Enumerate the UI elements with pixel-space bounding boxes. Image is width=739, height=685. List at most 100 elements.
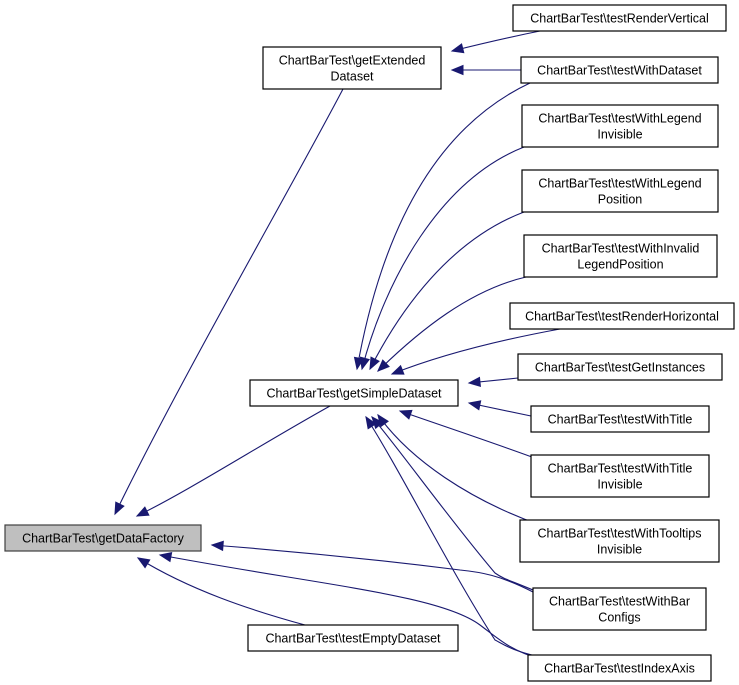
node-box[interactable] xyxy=(509,302,735,330)
node-box[interactable] xyxy=(262,46,442,90)
arrowhead-icon xyxy=(398,409,413,420)
arrowhead-icon xyxy=(390,364,405,375)
edge-line xyxy=(365,416,541,658)
node-box[interactable] xyxy=(530,405,710,433)
edge-testWithBarConfigs-to-getDataFactory xyxy=(210,540,534,593)
arrowhead-icon xyxy=(467,376,481,388)
edge-testEmptyDataset-to-getDataFactory xyxy=(136,557,306,626)
arrowhead-icon xyxy=(210,540,224,552)
node-box[interactable] xyxy=(512,4,727,32)
node-testWithDataset[interactable]: ChartBarTest\testWithDataset xyxy=(520,56,719,84)
node-getDataFactory[interactable]: ChartBarTest\getDataFactory xyxy=(4,524,202,552)
node-label: Invisible xyxy=(597,478,642,492)
edge-line xyxy=(361,146,525,370)
node-label: ChartBarTest\testWithTooltips xyxy=(538,527,702,541)
edge-testWithTitleInvisible-to-getSimpleDataset xyxy=(398,409,541,461)
edge-line xyxy=(356,82,531,370)
edge-testWithDataset-to-getSimpleDataset xyxy=(353,82,531,371)
node-label: LegendPosition xyxy=(577,258,663,272)
node-box[interactable] xyxy=(247,624,459,652)
edge-line xyxy=(137,557,306,626)
node-label: ChartBarTest\testGetInstances xyxy=(535,361,705,375)
arrowhead-icon xyxy=(450,64,464,76)
edge-line xyxy=(377,414,541,526)
node-box[interactable] xyxy=(4,524,202,552)
edge-line xyxy=(211,544,534,593)
node-testWithInvalidLegendPosition[interactable]: ChartBarTest\testWithInvalidLegendPositi… xyxy=(523,234,718,278)
node-label: Configs xyxy=(598,611,640,625)
node-label: ChartBarTest\testWithBar xyxy=(549,595,690,609)
edge-testWithInvalidLegendPosition-to-getSimpleDataset xyxy=(377,276,527,372)
edge-testIndexAxis-to-getDataFactory xyxy=(158,551,541,660)
edge-line xyxy=(114,88,344,515)
arrowhead-icon xyxy=(136,557,151,569)
node-box[interactable] xyxy=(527,654,712,682)
node-testRenderVertical[interactable]: ChartBarTest\testRenderVertical xyxy=(512,4,727,32)
edge-testWithLegendInvisible-to-getSimpleDataset xyxy=(359,146,525,371)
nodes-layer: ChartBarTest\getDataFactoryChartBarTest\… xyxy=(4,4,735,682)
edge-line xyxy=(136,405,331,517)
edge-line xyxy=(371,416,541,594)
node-box[interactable] xyxy=(249,379,459,407)
edge-testWithBarConfigs-to-getSimpleDataset xyxy=(371,415,541,594)
node-label: ChartBarTest\testWithInvalid xyxy=(542,242,700,256)
node-box[interactable] xyxy=(520,56,719,84)
arrowhead-icon xyxy=(135,506,150,517)
arrowhead-icon xyxy=(450,43,465,54)
node-label: ChartBarTest\getExtended xyxy=(279,54,426,68)
edge-line xyxy=(377,276,527,372)
edge-testWithDataset-to-getExtendedDataset xyxy=(450,64,521,76)
edge-testGetInstances-to-getSimpleDataset xyxy=(467,376,519,388)
edge-getExtendedDataset-to-getDataFactory xyxy=(114,88,344,516)
node-label: ChartBarTest\getSimpleDataset xyxy=(266,387,442,401)
arrowhead-icon xyxy=(114,501,125,516)
node-box[interactable] xyxy=(523,234,718,278)
node-testIndexAxis[interactable]: ChartBarTest\testIndexAxis xyxy=(527,654,712,682)
node-label: Invisible xyxy=(597,543,642,557)
node-label: Position xyxy=(598,193,643,207)
edge-line xyxy=(391,328,561,375)
node-testGetInstances[interactable]: ChartBarTest\testGetInstances xyxy=(517,353,723,381)
node-testWithTitle[interactable]: ChartBarTest\testWithTitle xyxy=(530,405,710,433)
arrowhead-icon xyxy=(158,551,173,563)
node-label: ChartBarTest\testRenderHorizontal xyxy=(525,310,719,324)
arrowhead-icon xyxy=(377,359,390,372)
edge-testRenderHorizontal-to-getSimpleDataset xyxy=(390,328,561,375)
arrowhead-icon xyxy=(467,400,482,411)
node-getSimpleDataset[interactable]: ChartBarTest\getSimpleDataset xyxy=(249,379,459,407)
node-label: ChartBarTest\getDataFactory xyxy=(22,532,185,546)
edge-line xyxy=(369,211,525,370)
arrowhead-icon xyxy=(369,356,380,371)
node-box[interactable] xyxy=(521,104,719,148)
arrowhead-icon xyxy=(359,356,370,371)
edge-getSimpleDataset-to-getDataFactory xyxy=(135,405,331,517)
node-label: ChartBarTest\testWithLegend xyxy=(538,112,701,126)
node-testEmptyDataset[interactable]: ChartBarTest\testEmptyDataset xyxy=(247,624,459,652)
node-label: Invisible xyxy=(597,128,642,142)
node-label: ChartBarTest\testRenderVertical xyxy=(530,12,709,26)
node-box[interactable] xyxy=(519,519,720,563)
node-label: ChartBarTest\testWithTitle xyxy=(548,413,693,427)
node-box[interactable] xyxy=(532,587,707,631)
edge-testWithLegendPosition-to-getSimpleDataset xyxy=(369,211,525,371)
arrowhead-icon xyxy=(365,415,377,430)
node-box[interactable] xyxy=(517,353,723,381)
edges-layer xyxy=(114,30,561,660)
node-box[interactable] xyxy=(521,169,719,213)
node-testRenderHorizontal[interactable]: ChartBarTest\testRenderHorizontal xyxy=(509,302,735,330)
node-label: ChartBarTest\testWithLegend xyxy=(538,177,701,191)
node-label: ChartBarTest\testWithDataset xyxy=(537,64,702,78)
edge-line xyxy=(159,554,541,660)
edge-line xyxy=(399,410,541,461)
node-label: ChartBarTest\testWithTitle xyxy=(548,462,693,476)
edge-line xyxy=(451,30,541,52)
node-label: ChartBarTest\testIndexAxis xyxy=(544,662,695,676)
node-box[interactable] xyxy=(530,454,710,498)
